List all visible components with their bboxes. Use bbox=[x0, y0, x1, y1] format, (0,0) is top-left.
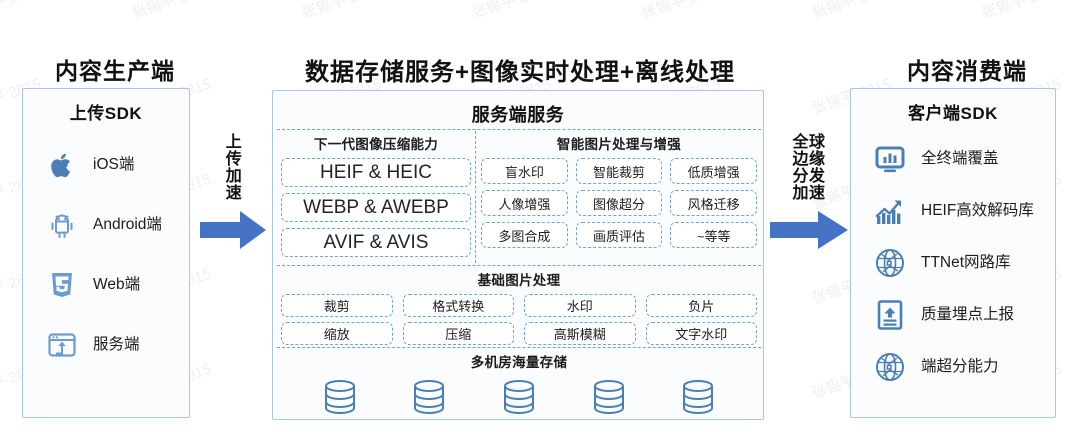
smart-chip[interactable]: 人像增强 bbox=[481, 190, 568, 216]
basic-chip-grid: 裁剪 格式转换 水印 负片 缩放 压缩 高斯模糊 文字水印 bbox=[281, 294, 757, 345]
sdk-item-android[interactable]: Android端 bbox=[23, 208, 189, 242]
smart-chip[interactable]: 画质评估 bbox=[575, 222, 663, 248]
database-icon bbox=[683, 380, 714, 415]
database-icon bbox=[414, 380, 445, 415]
basic-chip[interactable]: 文字水印 bbox=[645, 322, 757, 345]
client-item-report[interactable]: 质量埋点上报 bbox=[851, 298, 1055, 332]
android-icon bbox=[45, 208, 79, 242]
basic-title: 基础图片处理 bbox=[477, 273, 561, 288]
global-cdn-label: 全球 边缘 分发 加速 bbox=[792, 134, 826, 202]
smart-chip[interactable]: 低质增强 bbox=[670, 158, 757, 184]
server-service-panel: 服务端服务 下一代图像压缩能力 HEIF & HEIC WEBP & AWEBP… bbox=[272, 90, 764, 420]
compression-title: 下一代图像压缩能力 bbox=[313, 137, 439, 152]
globe-network-icon bbox=[873, 350, 907, 384]
trending-up-icon bbox=[873, 194, 907, 228]
smart-chip[interactable]: 图像超分 bbox=[575, 190, 663, 216]
basic-chip[interactable]: 裁剪 bbox=[281, 294, 393, 317]
basic-section: 基础图片处理 裁剪 格式转换 水印 负片 缩放 压缩 高斯模糊 文字水印 bbox=[281, 269, 757, 345]
basic-chip[interactable]: 格式转换 bbox=[402, 294, 514, 317]
database-icon bbox=[503, 380, 534, 415]
upload-sdk-panel: 上传SDK iOS端 bbox=[22, 88, 190, 418]
sdk-label-server: 服务端 bbox=[93, 336, 140, 354]
storage-section: 多机房海量存储 bbox=[281, 351, 757, 415]
client-label-ttnet: TTNet网路库 bbox=[921, 254, 1011, 272]
client-item-heif[interactable]: HEIF高效解码库 bbox=[851, 194, 1055, 228]
sdk-label-web: Web端 bbox=[93, 276, 141, 294]
compression-chip[interactable]: HEIF & HEIC bbox=[281, 158, 471, 187]
sdk-label-ios: iOS端 bbox=[93, 156, 135, 174]
apple-icon bbox=[45, 148, 79, 182]
divider-compression-smart bbox=[475, 131, 476, 263]
monitor-chart-icon bbox=[873, 142, 907, 176]
client-label-heif: HEIF高效解码库 bbox=[921, 202, 1034, 220]
compression-section: 下一代图像压缩能力 HEIF & HEIC WEBP & AWEBP AVIF … bbox=[281, 133, 471, 263]
sdk-label-android: Android端 bbox=[93, 216, 162, 234]
basic-chip[interactable]: 负片 bbox=[645, 294, 757, 317]
client-label-coverage: 全终端覆盖 bbox=[921, 150, 999, 168]
sdk-item-server[interactable]: 服务端 bbox=[23, 328, 189, 362]
upload-accel-arrow-group: 上 传 加 速 bbox=[198, 134, 270, 251]
basic-chip[interactable]: 压缩 bbox=[402, 322, 514, 345]
upload-report-icon bbox=[873, 298, 907, 332]
smart-chip-grid: 盲水印 智能裁剪 低质增强 人像增强 图像超分 风格迁移 多图合成 画质评估 ~… bbox=[481, 158, 757, 248]
database-icon bbox=[324, 380, 355, 415]
basic-chip[interactable]: 高斯模糊 bbox=[524, 322, 636, 345]
right-column-title: 内容消费端 bbox=[907, 58, 1027, 84]
arrow-right-icon bbox=[200, 210, 266, 249]
smart-chip[interactable]: 智能裁剪 bbox=[575, 158, 663, 184]
database-icon bbox=[593, 380, 624, 415]
basic-chip[interactable]: 缩放 bbox=[281, 322, 393, 345]
client-item-ttnet[interactable]: TTNet网路库 bbox=[851, 246, 1055, 280]
smart-chip[interactable]: ~等等 bbox=[670, 222, 757, 248]
upload-accel-label: 上 传 加 速 bbox=[225, 134, 243, 202]
html5-icon bbox=[45, 268, 79, 302]
sdk-item-ios[interactable]: iOS端 bbox=[23, 148, 189, 182]
storage-title: 多机房海量存储 bbox=[470, 355, 568, 370]
left-column-title: 内容生产端 bbox=[55, 58, 175, 84]
upload-sdk-title: 上传SDK bbox=[69, 104, 143, 123]
server-upload-icon bbox=[45, 328, 79, 362]
divider-under-header bbox=[277, 129, 761, 130]
client-item-sr[interactable]: 端超分能力 bbox=[851, 350, 1055, 384]
basic-chip[interactable]: 水印 bbox=[524, 294, 636, 317]
client-label-sr: 端超分能力 bbox=[921, 358, 999, 376]
smart-title: 智能图片处理与增强 bbox=[556, 137, 682, 152]
divider-above-storage bbox=[277, 347, 761, 348]
compression-chip[interactable]: AVIF & AVIS bbox=[281, 228, 471, 257]
client-sdk-panel: 客户端SDK 全终端覆盖 bbox=[850, 88, 1056, 418]
client-sdk-title: 客户端SDK bbox=[908, 104, 998, 123]
smart-chip[interactable]: 多图合成 bbox=[481, 222, 568, 248]
arrow-right-icon bbox=[770, 210, 848, 249]
global-cdn-arrow-group: 全球 边缘 分发 加速 bbox=[768, 134, 850, 251]
smart-section: 智能图片处理与增强 盲水印 智能裁剪 低质增强 人像增强 图像超分 风格迁移 多… bbox=[481, 133, 757, 263]
divider-above-basic bbox=[277, 265, 761, 266]
globe-network-icon bbox=[873, 246, 907, 280]
sdk-item-web[interactable]: Web端 bbox=[23, 268, 189, 302]
compression-chip-list: HEIF & HEIC WEBP & AWEBP AVIF & AVIS bbox=[281, 158, 471, 257]
smart-chip[interactable]: 盲水印 bbox=[481, 158, 568, 184]
server-service-title: 服务端服务 bbox=[471, 105, 565, 125]
center-column-title: 数据存储服务+图像实时处理+离线处理 bbox=[304, 59, 736, 86]
compression-chip[interactable]: WEBP & AWEBP bbox=[281, 193, 471, 222]
client-item-coverage[interactable]: 全终端覆盖 bbox=[851, 142, 1055, 176]
database-row bbox=[281, 376, 757, 418]
client-label-report: 质量埋点上报 bbox=[921, 306, 1015, 324]
smart-chip[interactable]: 风格迁移 bbox=[670, 190, 757, 216]
